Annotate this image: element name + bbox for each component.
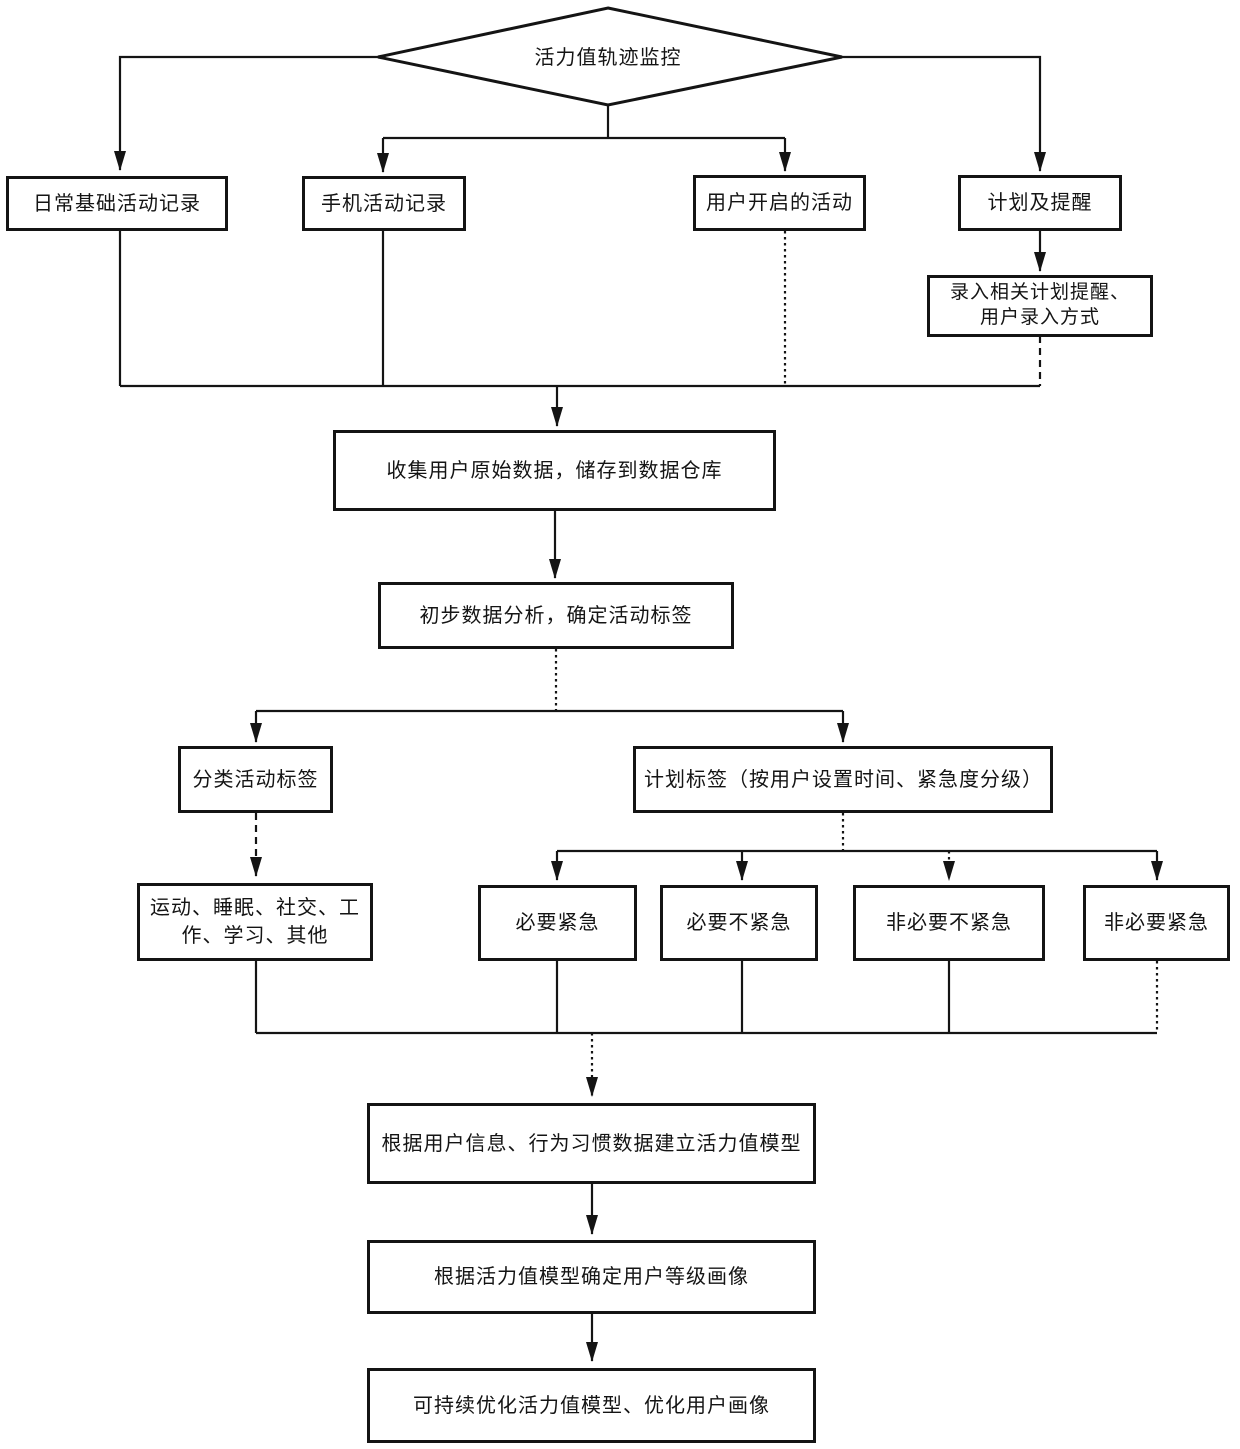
node-optimize: 可持续优化活力值模型、优化用户画像 <box>367 1368 816 1443</box>
node-grade-profile: 根据活力值模型确定用户等级画像 <box>367 1240 816 1314</box>
node-collect: 收集用户原始数据，储存到数据仓库 <box>333 430 776 511</box>
node-categories: 运动、睡眠、社交、工作、学习、其他 <box>137 883 373 961</box>
edge-monitor-to-daily <box>114 55 378 171</box>
node-classify: 分类活动标签 <box>178 746 333 813</box>
node-build-model: 根据用户信息、行为习惯数据建立活力值模型 <box>367 1103 816 1184</box>
node-necessary-urgent: 必要紧急 <box>478 885 637 961</box>
node-monitor-diamond-label: 活力值轨迹监控 <box>534 46 682 69</box>
node-unnecessary-not-urgent: 非必要不紧急 <box>853 885 1045 961</box>
node-unnecessary-urgent: 非必要紧急 <box>1083 885 1230 961</box>
node-daily-record: 日常基础活动记录 <box>6 176 228 231</box>
node-analyze: 初步数据分析，确定活动标签 <box>378 582 734 649</box>
node-plan-reminder: 计划及提醒 <box>958 175 1122 231</box>
node-phone-record: 手机活动记录 <box>302 176 466 231</box>
node-plan-label: 计划标签（按用户设置时间、紧急度分级） <box>633 746 1053 813</box>
node-user-started: 用户开启的活动 <box>693 175 866 231</box>
node-necessary-not-urgent: 必要不紧急 <box>660 885 818 961</box>
node-plan-entry: 录入相关计划提醒、 用户录入方式 <box>927 275 1153 337</box>
edge-monitor-to-plan <box>842 55 1046 172</box>
